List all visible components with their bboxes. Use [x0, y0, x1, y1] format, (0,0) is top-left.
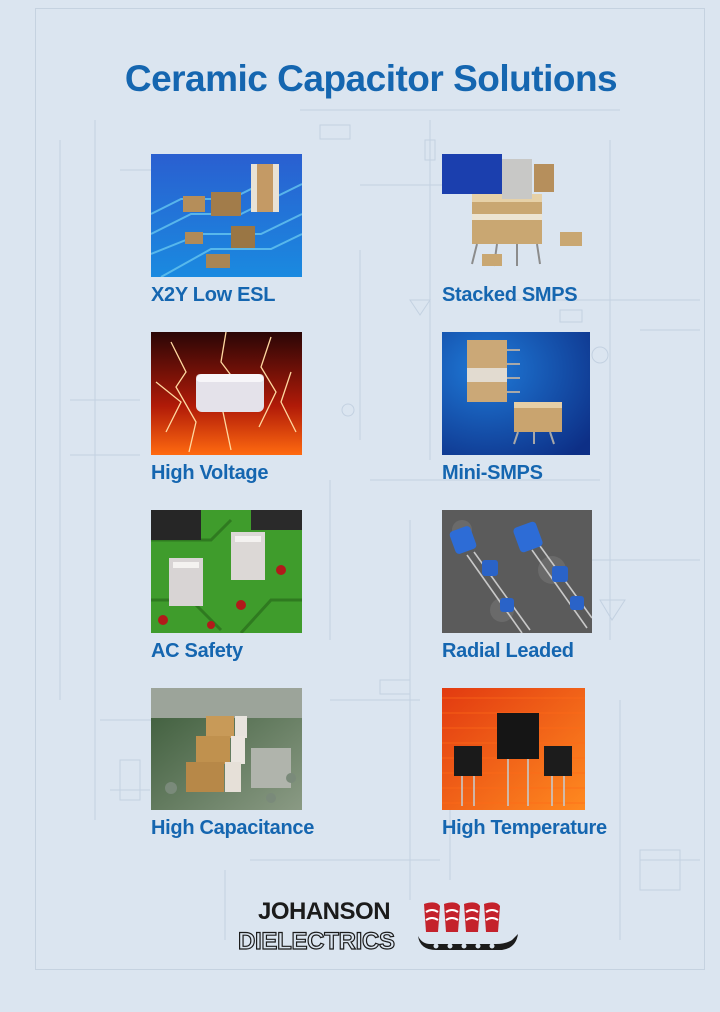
high-capacitance-image [151, 688, 302, 810]
product-label: Mini-SMPS [442, 462, 543, 484]
product-label: High Temperature [442, 817, 607, 839]
page-title: Ceramic Capacitor Solutions [124, 58, 618, 99]
product-label: High Capacitance [151, 817, 315, 839]
ac-safety-image [151, 510, 302, 633]
product-label: High Voltage [151, 462, 269, 484]
product-label: Radial Leaded [442, 640, 574, 662]
high-voltage-image [151, 332, 302, 455]
mini-smps-image [442, 332, 590, 455]
x2y-low-esl-image [151, 154, 302, 277]
product-label: AC Safety [151, 640, 243, 662]
logo-text-line1: JOHANSON [258, 898, 391, 925]
radial-leaded-image [442, 510, 592, 633]
product-label: X2Y Low ESL [151, 284, 276, 306]
stacked-smps-image [442, 154, 592, 277]
johanson-dielectrics-logo: JOHANSON DIELECTRICS [236, 898, 526, 958]
high-temperature-image [442, 688, 585, 810]
page-border [35, 8, 705, 970]
logo-text-line2: DIELECTRICS [237, 927, 395, 955]
viking-ship-icon [418, 902, 518, 950]
product-label: Stacked SMPS [442, 284, 578, 306]
